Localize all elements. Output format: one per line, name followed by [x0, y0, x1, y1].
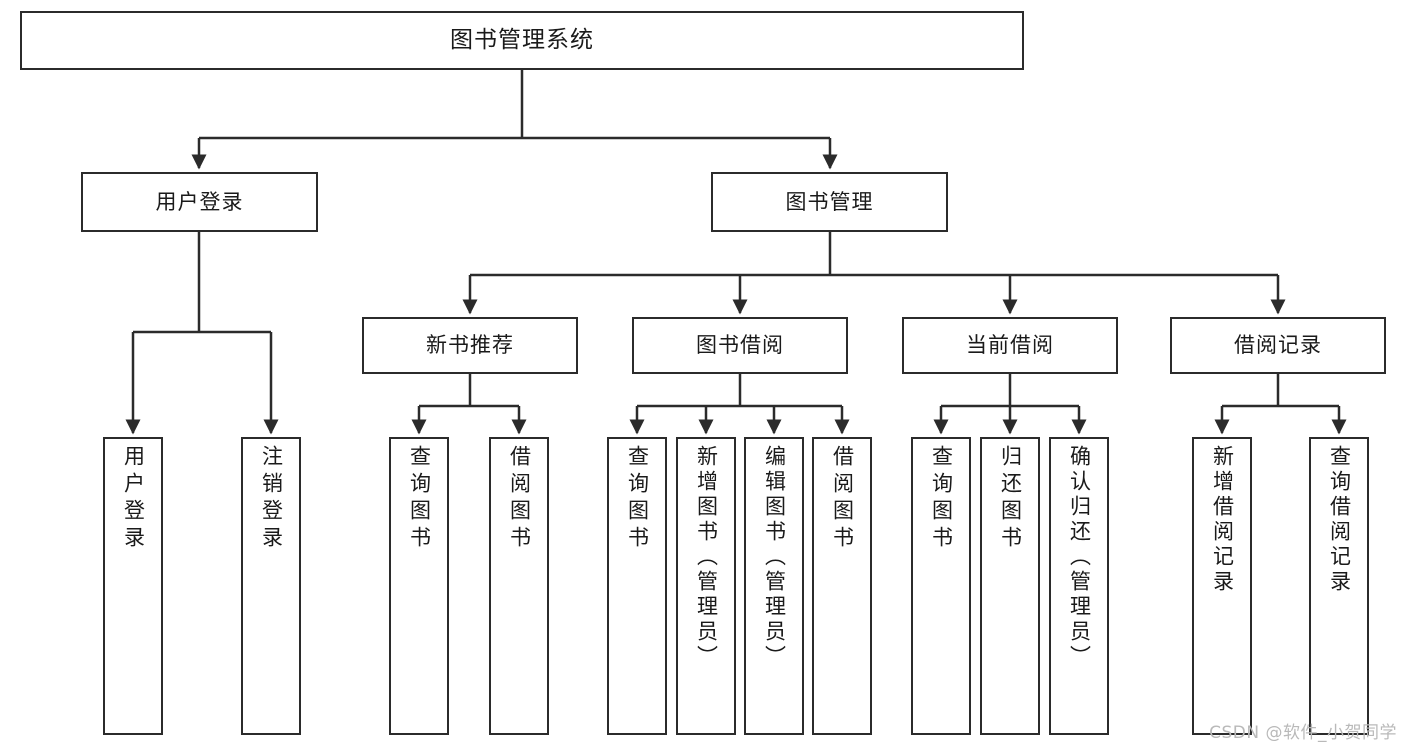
leaf-return-book-label: 归还图书	[998, 445, 1023, 553]
node-user-login-label: 用户登录	[155, 189, 244, 214]
leaf-query-borrow-record-label: 查询借阅记录	[1327, 445, 1352, 595]
node-root-label: 图书管理系统	[450, 27, 594, 54]
node-borrow-record-label: 借阅记录	[1234, 333, 1322, 358]
leaf-borrow-query-book[interactable]: 查询图书	[607, 437, 667, 735]
leaf-query-borrow-record[interactable]: 查询借阅记录	[1309, 437, 1369, 735]
node-book-management-label: 图书管理	[785, 189, 874, 214]
leaf-confirm-return-admin-label: 确认归还（管理员）	[1067, 445, 1092, 670]
leaf-user-login[interactable]: 用户登录	[103, 437, 163, 735]
leaf-user-login-label: 用户登录	[121, 445, 146, 553]
node-new-book-recommend-label: 新书推荐	[426, 333, 514, 358]
leaf-borrow-query-book-label: 查询图书	[625, 445, 650, 553]
leaf-newbook-query-book[interactable]: 查询图书	[389, 437, 449, 735]
watermark: CSDN @软件_小贺同学	[1209, 723, 1397, 743]
leaf-borrow-book-label: 借阅图书	[830, 445, 855, 553]
leaf-add-book-admin-label: 新增图书（管理员）	[694, 445, 719, 670]
leaf-return-book[interactable]: 归还图书	[980, 437, 1040, 735]
leaf-newbook-query-book-label: 查询图书	[407, 445, 432, 553]
leaf-edit-book-admin-label: 编辑图书（管理员）	[762, 445, 787, 670]
node-new-book-recommend[interactable]: 新书推荐	[362, 317, 578, 374]
leaf-newbook-borrow-book[interactable]: 借阅图书	[489, 437, 549, 735]
node-book-management[interactable]: 图书管理	[711, 172, 948, 232]
leaf-logout[interactable]: 注销登录	[241, 437, 301, 735]
node-book-borrow[interactable]: 图书借阅	[632, 317, 848, 374]
leaf-borrow-book[interactable]: 借阅图书	[812, 437, 872, 735]
node-borrow-record[interactable]: 借阅记录	[1170, 317, 1386, 374]
node-current-borrow[interactable]: 当前借阅	[902, 317, 1118, 374]
leaf-add-borrow-record-label: 新增借阅记录	[1210, 445, 1235, 595]
node-current-borrow-label: 当前借阅	[966, 333, 1054, 358]
leaf-edit-book-admin[interactable]: 编辑图书（管理员）	[744, 437, 804, 735]
leaf-current-query-book[interactable]: 查询图书	[911, 437, 971, 735]
leaf-logout-label: 注销登录	[259, 445, 284, 553]
leaf-newbook-borrow-book-label: 借阅图书	[507, 445, 532, 553]
node-root[interactable]: 图书管理系统	[20, 11, 1024, 70]
leaf-confirm-return-admin[interactable]: 确认归还（管理员）	[1049, 437, 1109, 735]
node-book-borrow-label: 图书借阅	[696, 333, 784, 358]
leaf-current-query-book-label: 查询图书	[929, 445, 954, 553]
leaf-add-book-admin[interactable]: 新增图书（管理员）	[676, 437, 736, 735]
leaf-add-borrow-record[interactable]: 新增借阅记录	[1192, 437, 1252, 735]
node-user-login[interactable]: 用户登录	[81, 172, 318, 232]
